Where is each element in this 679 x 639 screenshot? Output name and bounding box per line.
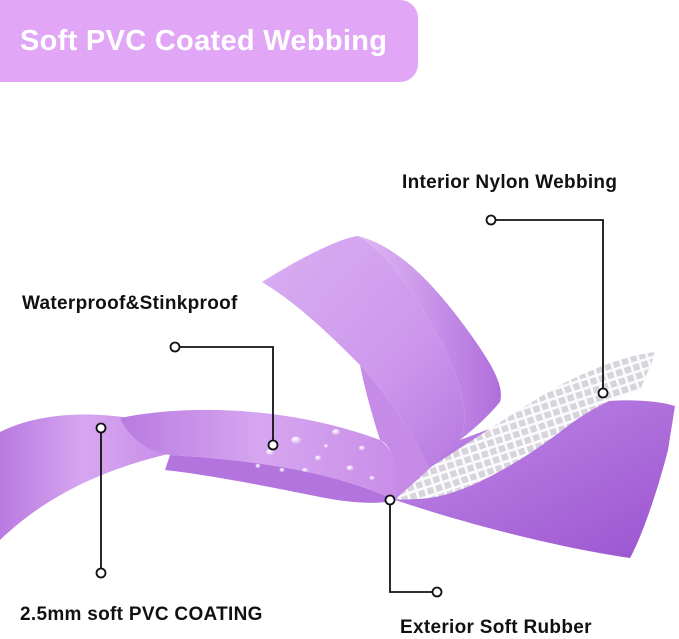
strap-left-tail: [0, 414, 168, 540]
callout-line-nylon: [485, 214, 609, 399]
rubber-base: [380, 400, 675, 558]
nylon-mesh: [380, 352, 655, 500]
label-waterproof-stinkproof: Waterproof&Stinkproof: [22, 293, 238, 314]
water-droplets: [255, 429, 375, 480]
strap-main-band: [120, 409, 400, 500]
label-exterior-soft-rubber: Exterior Soft Rubber: [400, 617, 592, 638]
label-pvc-coating: 2.5mm soft PVC COATING: [20, 604, 263, 625]
page-title: Soft PVC Coated Webbing: [20, 24, 388, 57]
title-banner: Soft PVC Coated Webbing: [0, 0, 418, 82]
strap-curl-inner: [358, 236, 501, 440]
label-interior-nylon-webbing: Interior Nylon Webbing: [402, 172, 618, 193]
strap-front-edge: [165, 455, 395, 503]
callout-line-waterproof: [169, 341, 279, 451]
callout-line-rubber: [384, 494, 443, 598]
strap-curl-base: [360, 365, 430, 500]
callout-line-coating: [95, 422, 107, 579]
strap-curled-flap: [262, 236, 465, 468]
